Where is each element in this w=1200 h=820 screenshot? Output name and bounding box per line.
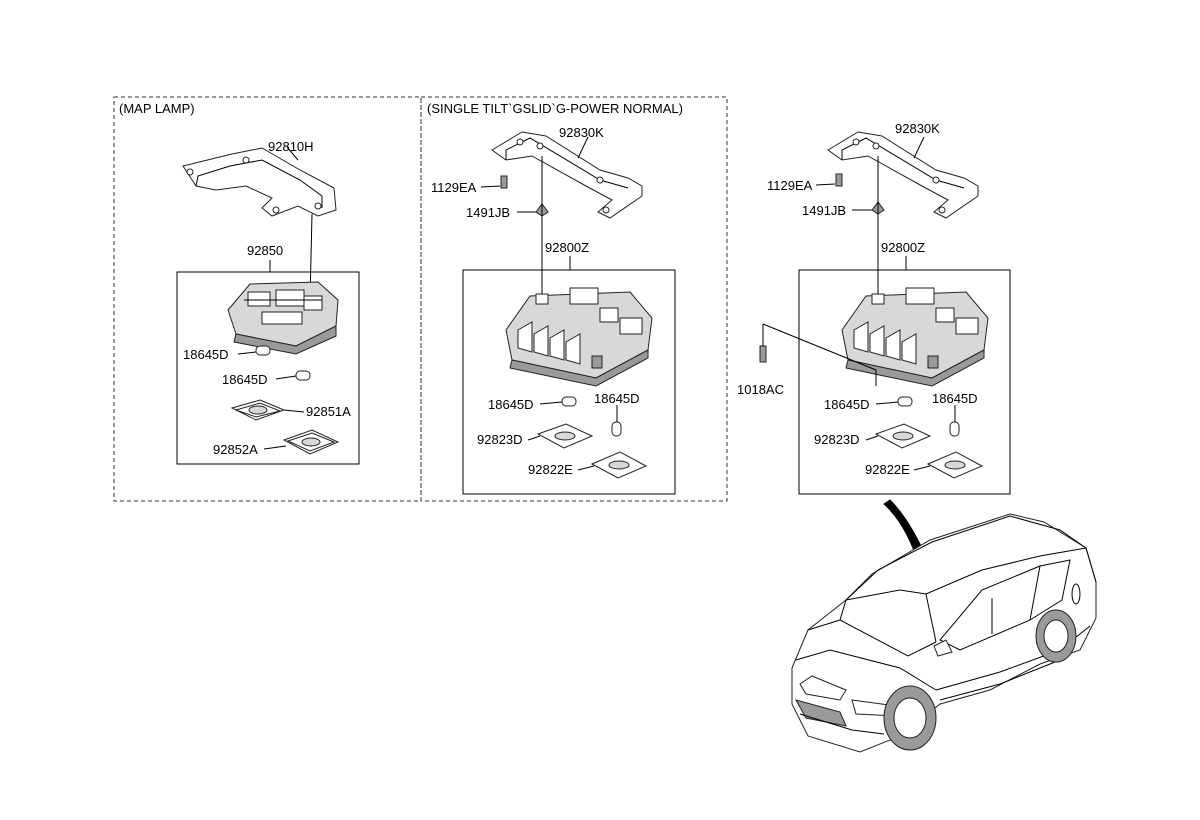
- screw-1129ea-b: [815, 173, 843, 187]
- label-92830k-a: 92830K: [559, 125, 604, 140]
- bulb-18645d-e: [875, 396, 913, 407]
- overhead-console-b-drawing: [841, 287, 989, 387]
- label-18645d-f: 18645D: [932, 391, 978, 406]
- section-single-tilt-title: (SINGLE TILT`GSLID`G-POWER NORMAL): [427, 101, 683, 116]
- label-1129ea-a: 1129EA: [431, 180, 477, 195]
- screw-1129ea-a: [480, 175, 508, 189]
- section-map-lamp-border: [113, 96, 422, 502]
- section-single-tilt-border: [420, 96, 728, 502]
- section-single-tilt: (SINGLE TILT`GSLID`G-POWER NORMAL) 92830…: [420, 96, 728, 502]
- car-illustration: [791, 499, 1097, 753]
- label-92850: 92850: [247, 243, 283, 258]
- lens-92851a: [230, 399, 305, 421]
- lens-92823d-a: [527, 423, 594, 449]
- label-18645d-d: 18645D: [594, 391, 640, 406]
- clip-1491jb-a: [517, 203, 549, 217]
- screw-1018ac: [759, 323, 877, 386]
- bulb-18645d-f: [949, 405, 960, 437]
- label-92822e-a: 92822E: [528, 462, 573, 477]
- lens-92823d-b: [865, 423, 932, 449]
- label-92830k-b: 92830K: [895, 121, 940, 136]
- bulb-18645d-b: [275, 370, 311, 381]
- label-92823d-b: 92823D: [814, 432, 860, 447]
- overhead-console-a-drawing: [505, 287, 653, 387]
- label-18645d-e: 18645D: [824, 397, 870, 412]
- label-92810h: 92810H: [268, 139, 314, 154]
- variant-subbox: [798, 269, 1011, 495]
- bracket-92830k-b-drawing: [827, 131, 979, 219]
- bulb-18645d-c: [539, 396, 577, 407]
- label-18645d-c: 18645D: [488, 397, 534, 412]
- label-92800z-a: 92800Z: [545, 240, 589, 255]
- label-18645d-b: 18645D: [222, 372, 268, 387]
- label-92823d-a: 92823D: [477, 432, 523, 447]
- label-1129ea-b: 1129EA: [767, 178, 813, 193]
- lens-92822e-a: [577, 451, 648, 479]
- bulb-18645d-d: [611, 405, 622, 437]
- label-92822e-b: 92822E: [865, 462, 910, 477]
- label-92851a: 92851A: [306, 404, 351, 419]
- label-1491jb-a: 1491JB: [466, 205, 510, 220]
- map-lamp-subbox: [176, 271, 360, 465]
- label-18645d-a: 18645D: [183, 347, 229, 362]
- clip-1491jb-b: [852, 201, 885, 215]
- section-map-lamp: (MAP LAMP) 92810H 92850: [113, 96, 422, 502]
- lens-92852a: [263, 429, 340, 455]
- bulb-18645d-a: [237, 345, 271, 356]
- bracket-92830k-a-drawing: [491, 131, 643, 219]
- label-92800z-b: 92800Z: [881, 240, 925, 255]
- label-1018ac: 1018AC: [737, 382, 784, 397]
- label-1491jb-b: 1491JB: [802, 203, 846, 218]
- label-92852a: 92852A: [213, 442, 258, 457]
- section-variant: 92830K 1129EA 1491JB 92800Z: [737, 121, 1011, 495]
- single-tilt-subbox: [462, 269, 676, 495]
- section-map-lamp-title: (MAP LAMP): [119, 101, 195, 116]
- bracket-92810h-drawing: [182, 146, 337, 217]
- map-lamp-assembly-drawing: [227, 281, 339, 355]
- lens-92822e-b: [913, 451, 984, 479]
